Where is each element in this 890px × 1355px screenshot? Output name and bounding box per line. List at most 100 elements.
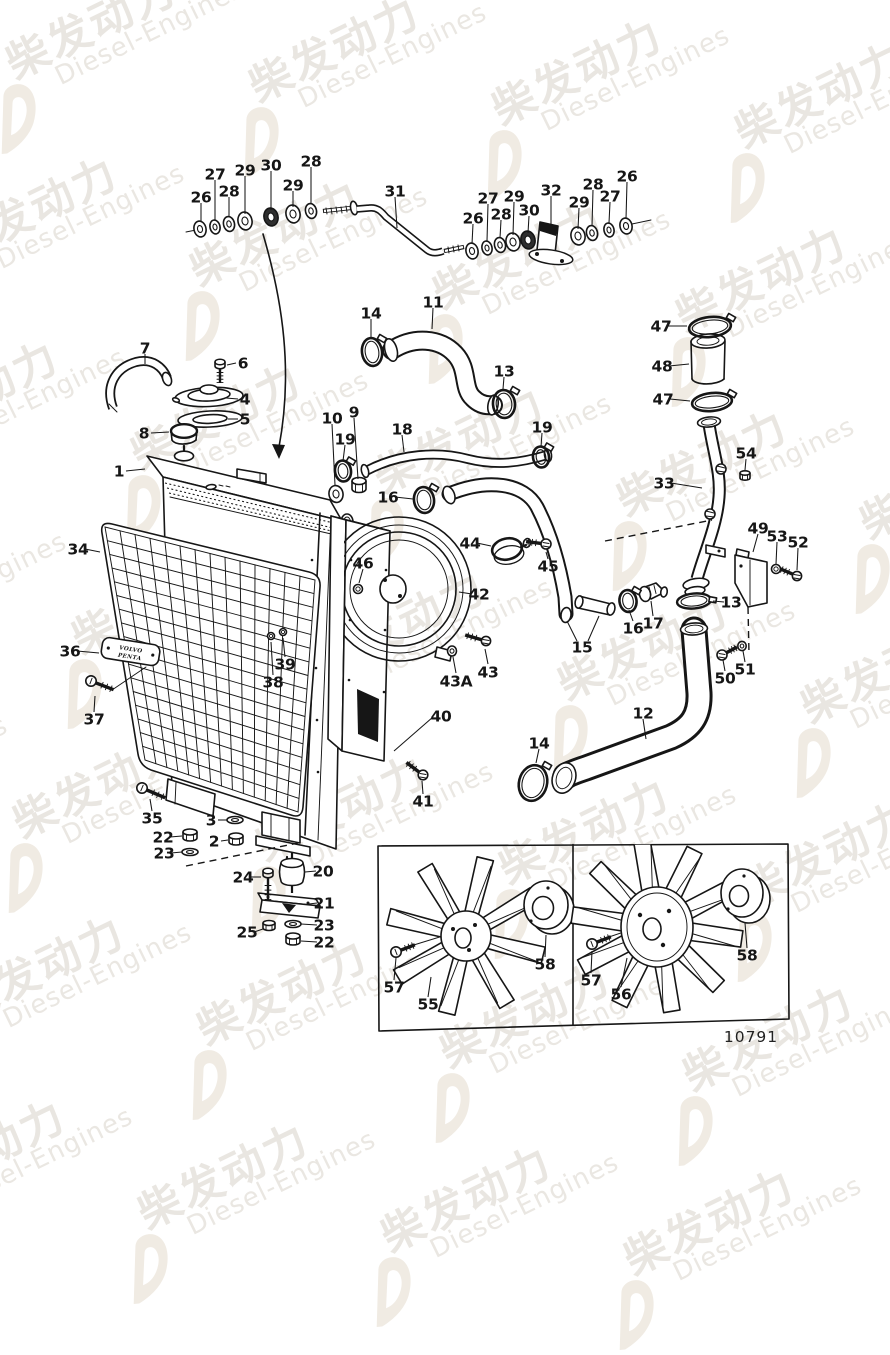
- part-label-53: 53: [767, 528, 788, 546]
- leader-line: [149, 798, 153, 812]
- leader-line: [270, 641, 274, 676]
- leader-line: [308, 902, 318, 905]
- leader-line: [712, 600, 725, 603]
- part-label-7: 7: [140, 340, 151, 358]
- part-label-36: 36: [60, 643, 81, 661]
- fan-56: [570, 844, 744, 1014]
- part-label-58: 58: [535, 956, 556, 974]
- part-label-48: 48: [652, 358, 673, 376]
- hub-58-left: [523, 880, 575, 935]
- badge-36: VOLVO PENTA: [100, 636, 161, 667]
- part-label-23: 23: [314, 917, 335, 935]
- part-label-28: 28: [301, 153, 322, 171]
- leader-line: [744, 922, 748, 949]
- leader-line: [484, 648, 489, 665]
- pressure-cap-4: [171, 384, 244, 408]
- part-label-30: 30: [519, 202, 540, 220]
- part-label-14: 14: [529, 735, 550, 753]
- leader-line: [353, 417, 359, 480]
- leader-line: [742, 650, 746, 663]
- leader-line: [300, 940, 318, 943]
- hose-15-stub: [574, 595, 616, 616]
- part-label-25: 25: [237, 924, 258, 942]
- part-label-17: 17: [643, 615, 664, 633]
- leader-line: [625, 181, 628, 220]
- part-label-30: 30: [261, 157, 282, 175]
- part-label-28: 28: [491, 206, 512, 224]
- leader-line: [608, 201, 611, 224]
- leader-line: [225, 397, 239, 400]
- part-label-1: 1: [114, 463, 125, 481]
- part-label-57: 57: [581, 972, 602, 990]
- hose-11: [382, 330, 503, 416]
- part-label-28: 28: [583, 176, 604, 194]
- part-label-43A: 43A: [440, 673, 473, 691]
- part-label-2: 2: [209, 833, 220, 851]
- part-label-45: 45: [538, 558, 559, 576]
- leader-line: [544, 934, 547, 958]
- fitting-17: [638, 582, 669, 603]
- leader-line: [502, 376, 505, 390]
- part-label-42: 42: [469, 586, 490, 604]
- leader-line: [471, 223, 474, 245]
- leader-line: [401, 434, 405, 453]
- leader-line: [84, 548, 101, 553]
- part-label-43: 43: [478, 664, 499, 682]
- leader-line: [527, 215, 530, 234]
- part-label-19: 19: [335, 431, 356, 449]
- sheet-number: 10791: [724, 1028, 778, 1046]
- part-label-26: 26: [617, 168, 638, 186]
- part-label-47: 47: [653, 391, 674, 409]
- part-label-37: 37: [84, 711, 105, 729]
- leader-line: [545, 551, 549, 560]
- leader-line: [535, 748, 540, 764]
- part-label-21: 21: [314, 895, 335, 913]
- part-label-46: 46: [353, 555, 374, 573]
- part-label-35: 35: [142, 810, 163, 828]
- leader-line: [587, 615, 600, 642]
- clamp-44: [490, 536, 532, 565]
- part-label-51: 51: [735, 661, 756, 679]
- part-label-44: 44: [460, 535, 481, 553]
- leader-line: [170, 851, 183, 854]
- part-label-29: 29: [235, 162, 256, 180]
- leader-line: [358, 568, 364, 584]
- part-label-32: 32: [541, 182, 562, 200]
- leader-line: [458, 591, 473, 595]
- leader-line: [577, 207, 580, 230]
- hose-44-outlet: [441, 477, 574, 624]
- part-label-19: 19: [532, 419, 553, 437]
- part-label-27: 27: [600, 188, 621, 206]
- leader-line: [642, 718, 647, 740]
- radiator-grille-34: [100, 522, 321, 817]
- leader-line: [331, 423, 336, 486]
- leader-line: [722, 659, 726, 672]
- leader-line: [169, 835, 183, 838]
- part-label-16: 16: [378, 489, 399, 507]
- hose-18: [360, 447, 553, 479]
- leader-line: [499, 219, 502, 239]
- part-label-4: 4: [240, 391, 251, 409]
- part-label-50: 50: [715, 670, 736, 688]
- part-label-27: 27: [205, 166, 226, 184]
- hose-7: [105, 356, 173, 413]
- leader-line: [342, 444, 346, 462]
- leader-line: [394, 496, 414, 500]
- part-label-49: 49: [748, 520, 769, 538]
- part-label-47: 47: [651, 318, 672, 336]
- leader-line: [796, 547, 799, 571]
- part-label-28: 28: [219, 183, 240, 201]
- leader-line: [393, 716, 434, 752]
- leader-line: [744, 458, 747, 471]
- leader-line: [427, 976, 432, 998]
- part-label-26: 26: [191, 189, 212, 207]
- part-label-11: 11: [423, 294, 444, 312]
- leader-line: [282, 637, 286, 658]
- part-label-3: 3: [206, 812, 217, 830]
- leader-line: [650, 600, 654, 617]
- leader-line: [393, 957, 397, 981]
- leader-line: [670, 482, 703, 489]
